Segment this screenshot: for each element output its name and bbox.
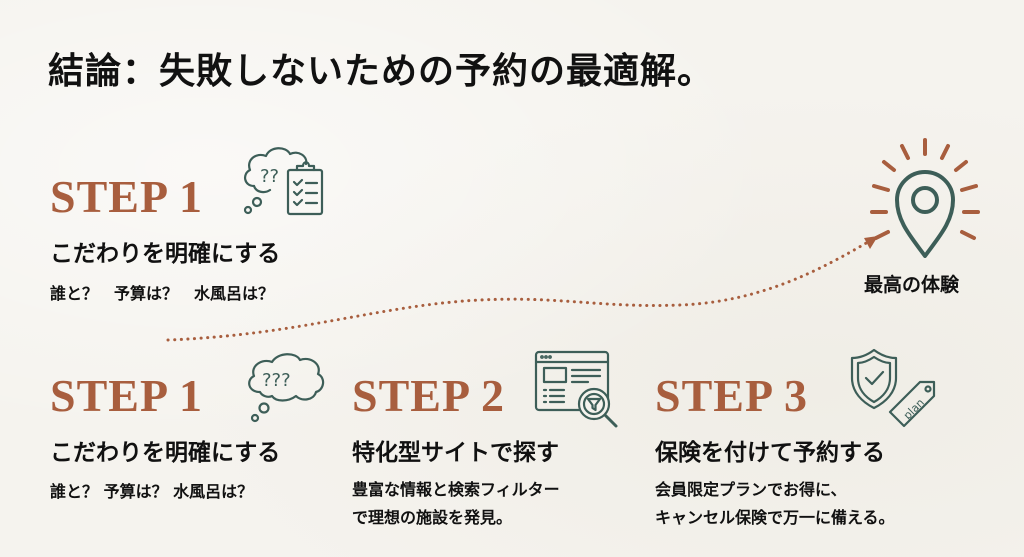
step-2-description: 豊富な情報と検索フィルター で理想の施設を発見。 bbox=[352, 476, 560, 532]
featured-step-heading: こだわりを明確にする bbox=[50, 241, 281, 267]
step-1-description: 誰と？ 予算は？ 水風呂は？ bbox=[50, 482, 254, 501]
thought-cloud-clipboard-icon: ?? bbox=[240, 144, 330, 220]
thought-cloud-icon: ??? bbox=[240, 348, 330, 424]
step-3-heading: 保険を付けて予約する bbox=[655, 440, 885, 466]
shield-plan-tag-icon: plan bbox=[848, 346, 944, 432]
step-3-label: STEP 3 bbox=[655, 370, 809, 421]
goal-label: 最高の体験 bbox=[864, 274, 960, 296]
step-1-label: STEP 1 bbox=[50, 370, 204, 421]
svg-text:??: ?? bbox=[260, 166, 279, 187]
svg-text:plan: plan bbox=[901, 396, 927, 422]
location-pin-icon bbox=[862, 134, 988, 258]
browser-search-filter-icon bbox=[532, 348, 624, 434]
step-3-description: 会員限定プランでお得に、 キャンセル保険で万一に備える。 bbox=[655, 476, 895, 532]
step-3-description-line-2: キャンセル保険で万一に備える。 bbox=[655, 508, 895, 527]
step-2-heading: 特化型サイトで探す bbox=[352, 440, 559, 466]
featured-step-description: 誰と？ 予算は？ 水風呂は？ bbox=[50, 284, 275, 303]
page-title: 結論：失敗しないための予約の最適解。 bbox=[48, 50, 715, 92]
featured-step-label: STEP 1 bbox=[50, 171, 204, 222]
step-3-description-line-1: 会員限定プランでお得に、 bbox=[655, 480, 847, 499]
step-2-label: STEP 2 bbox=[352, 370, 506, 421]
step-2-description-line-1: 豊富な情報と検索フィルター bbox=[352, 480, 560, 499]
step-2-description-line-2: で理想の施設を発見。 bbox=[352, 508, 513, 527]
step-1-heading: こだわりを明確にする bbox=[50, 440, 281, 466]
svg-text:???: ??? bbox=[262, 370, 291, 391]
